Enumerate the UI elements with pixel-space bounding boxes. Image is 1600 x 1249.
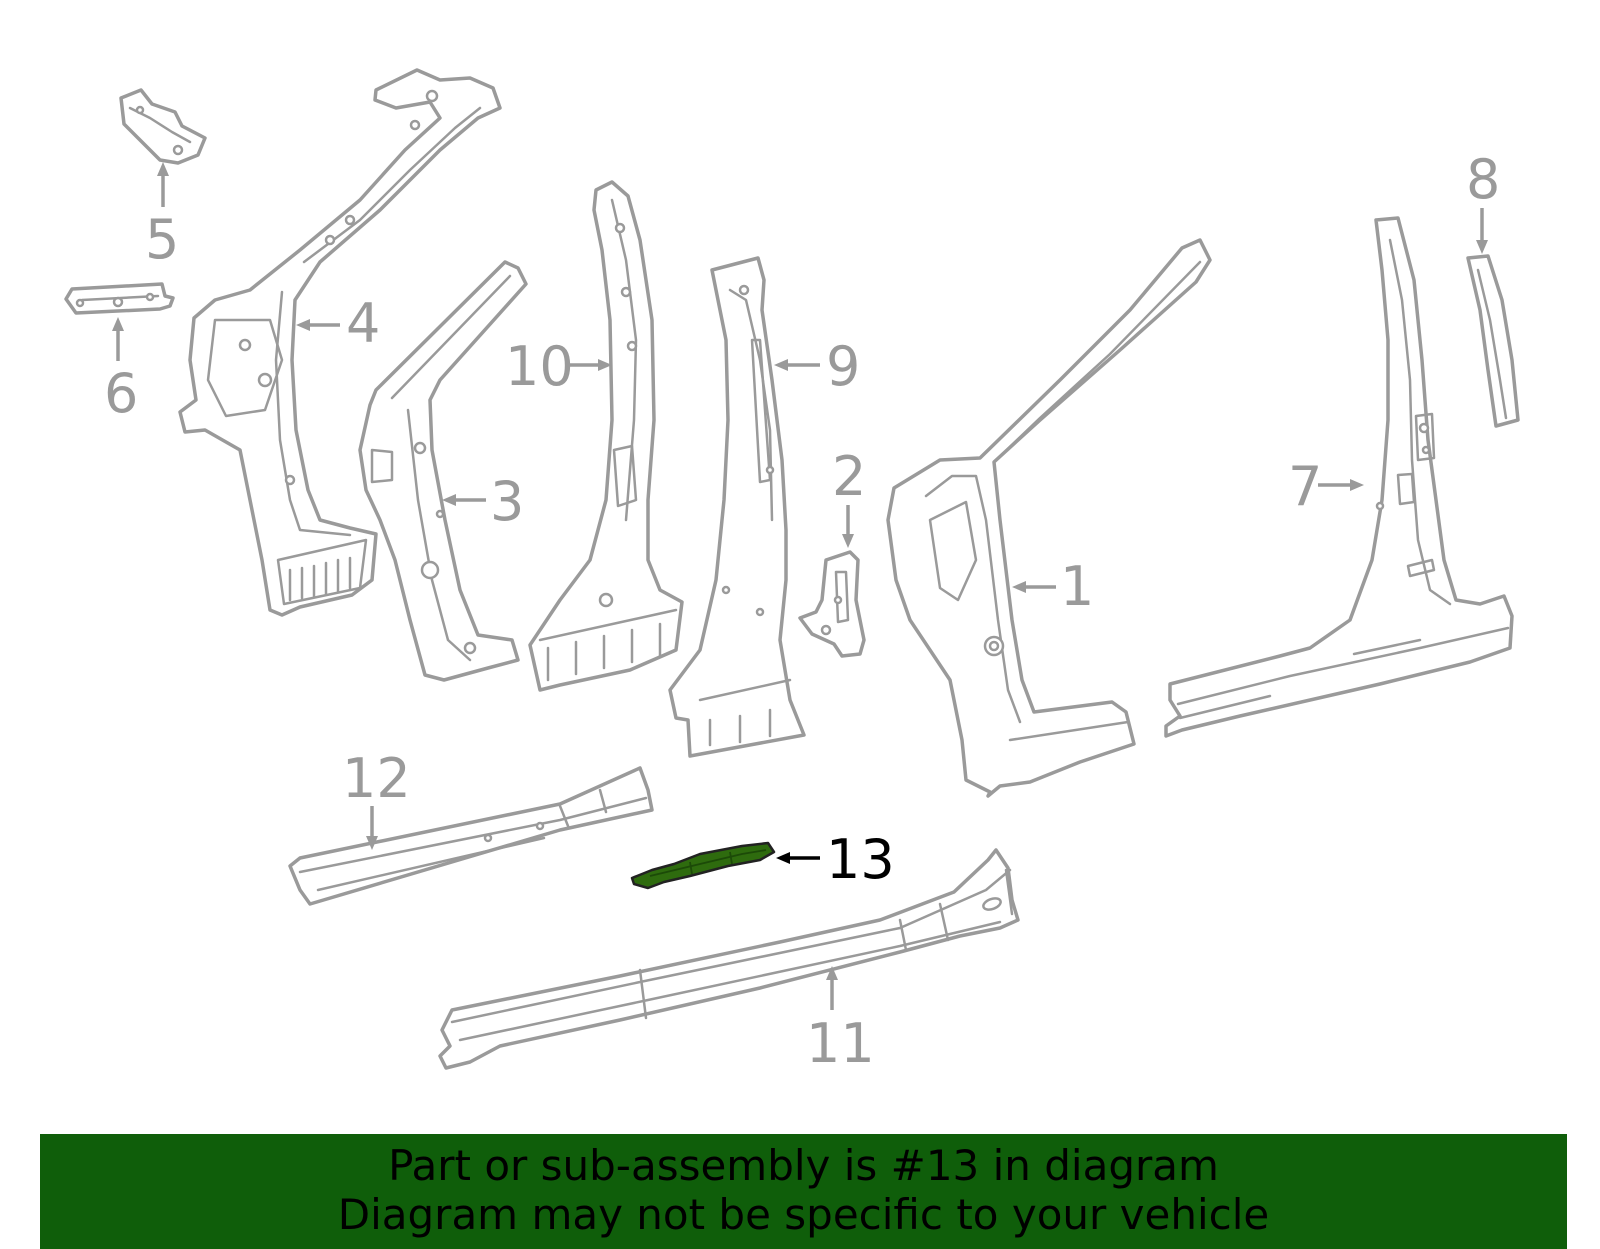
part-13-highlighted[interactable] — [630, 841, 776, 890]
part-7[interactable] — [1164, 216, 1514, 738]
part-3[interactable] — [358, 260, 528, 682]
svg-text:1: 1 — [1060, 555, 1094, 618]
callout-1: 1 — [1012, 555, 1094, 618]
callout-9: 9 — [774, 335, 860, 398]
info-banner: Part or sub-assembly is #13 in diagram D… — [40, 1134, 1567, 1249]
svg-text:4: 4 — [346, 292, 380, 355]
part-1[interactable] — [886, 238, 1212, 798]
svg-text:9: 9 — [826, 335, 860, 398]
svg-text:10: 10 — [505, 335, 574, 398]
svg-text:11: 11 — [806, 1012, 875, 1075]
svg-text:12: 12 — [342, 747, 411, 810]
part-12[interactable] — [288, 766, 654, 906]
callout-3: 3 — [442, 470, 524, 533]
part-5[interactable] — [119, 88, 207, 165]
part-10[interactable] — [528, 180, 684, 692]
part-6[interactable] — [64, 282, 175, 315]
part-2[interactable] — [798, 550, 866, 658]
callout-8: 8 — [1466, 148, 1500, 254]
callout-11: 11 — [806, 966, 875, 1075]
part-11[interactable] — [438, 848, 1020, 1070]
banner-line-1: Part or sub-assembly is #13 in diagram — [388, 1141, 1219, 1190]
callout-13: 13 — [776, 828, 895, 891]
svg-text:5: 5 — [145, 208, 179, 271]
svg-text:8: 8 — [1466, 148, 1500, 211]
banner-line-2: Diagram may not be specific to your vehi… — [337, 1190, 1270, 1239]
part-9[interactable] — [668, 256, 806, 758]
callout-6: 6 — [104, 317, 138, 425]
svg-text:3: 3 — [490, 470, 524, 533]
callout-5: 5 — [145, 162, 179, 271]
parts-diagram: 5 6 4 — [64, 68, 1520, 1075]
svg-text:13: 13 — [826, 828, 895, 891]
part-4[interactable] — [178, 68, 502, 617]
svg-text:7: 7 — [1288, 455, 1322, 518]
svg-text:2: 2 — [832, 445, 866, 508]
callout-10: 10 — [505, 335, 612, 398]
callout-2: 2 — [832, 445, 866, 548]
svg-text:6: 6 — [104, 362, 138, 425]
callout-4: 4 — [296, 292, 380, 355]
callout-12: 12 — [342, 747, 411, 850]
part-8[interactable] — [1466, 254, 1520, 428]
callout-7: 7 — [1288, 455, 1364, 518]
